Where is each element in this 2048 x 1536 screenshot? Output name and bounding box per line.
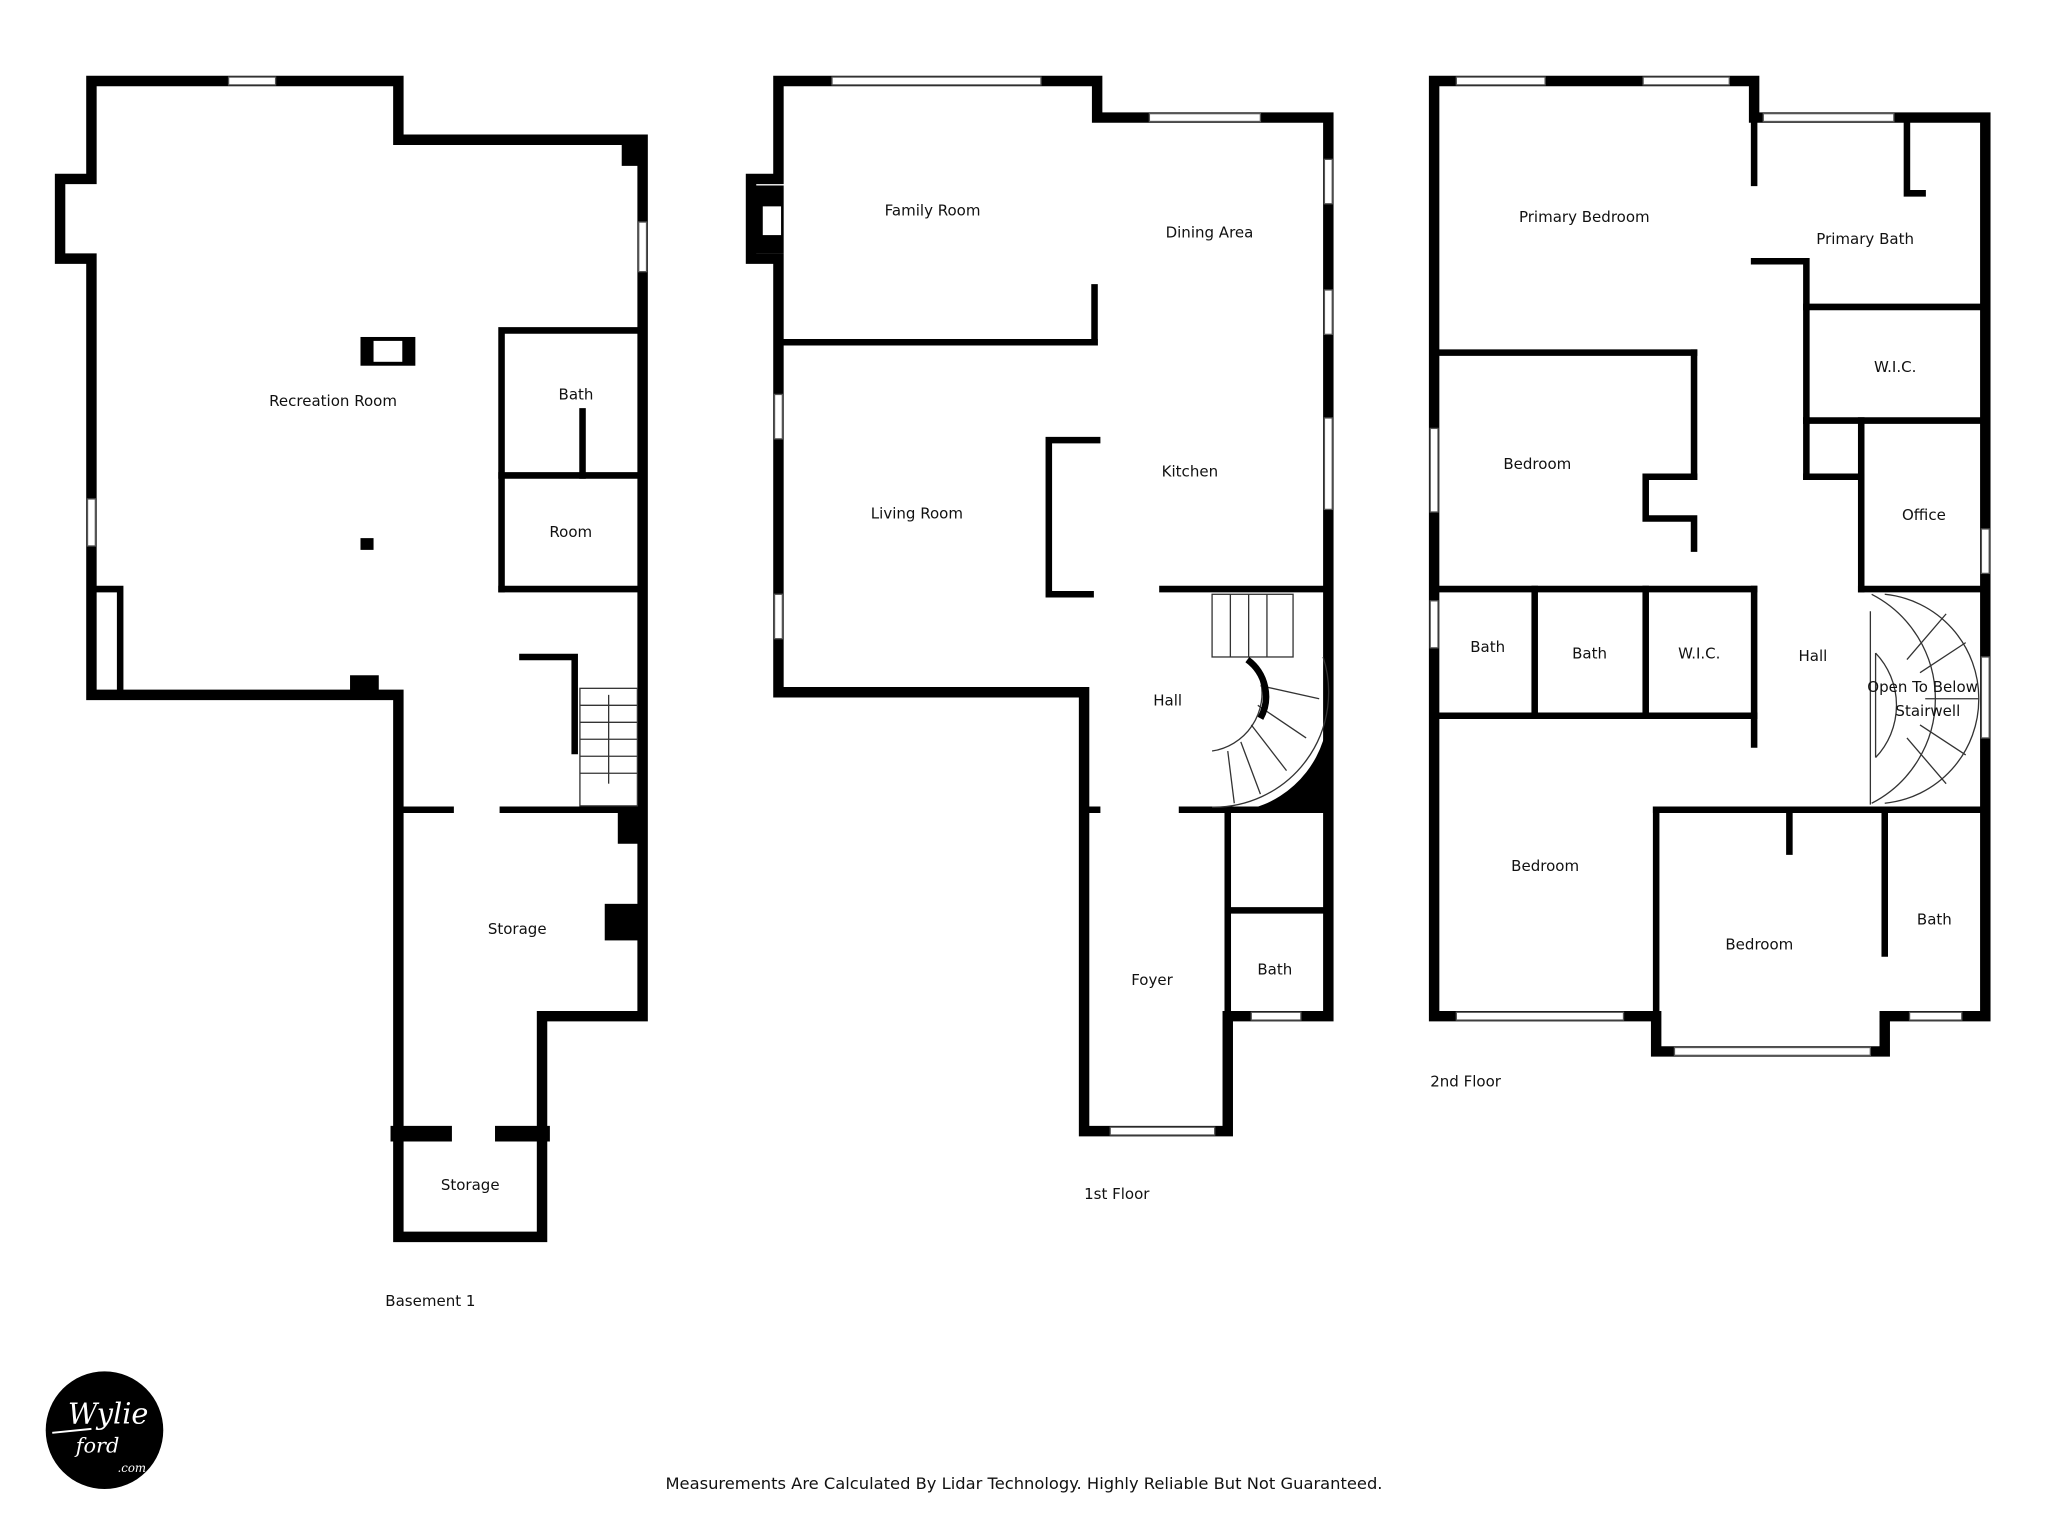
room-label: Bedroom xyxy=(1511,857,1579,875)
second-floor-plan: Primary Bedroom Primary Bath W.I.C. Bedr… xyxy=(1428,75,1991,1091)
room-label: Open To Below xyxy=(1867,678,1978,696)
room-label: Bedroom xyxy=(1725,936,1793,954)
room-label: Living Room xyxy=(871,505,963,523)
room-label: Bath xyxy=(1917,911,1952,929)
room-label: Stairwell xyxy=(1895,702,1960,720)
disclaimer: Measurements Are Calculated By Lidar Tec… xyxy=(665,1474,1382,1493)
room-label: Bath xyxy=(1572,644,1607,662)
room-label: Storage xyxy=(488,920,547,938)
floor-label: 2nd Floor xyxy=(1430,1073,1502,1091)
room-label: Foyer xyxy=(1131,971,1173,989)
room-label: Room xyxy=(549,523,592,541)
room-label: Primary Bedroom xyxy=(1519,208,1650,226)
room-label: Kitchen xyxy=(1162,463,1218,481)
svg-text:ford: ford xyxy=(74,1433,120,1457)
room-label: Hall xyxy=(1153,691,1182,709)
room-label: Dining Area xyxy=(1166,224,1254,242)
room-label: Storage xyxy=(441,1176,500,1194)
room-label: Primary Bath xyxy=(1816,230,1914,248)
room-label: W.I.C. xyxy=(1874,358,1916,376)
floor-label: Basement 1 xyxy=(385,1292,475,1310)
room-label: W.I.C. xyxy=(1678,644,1720,662)
room-label: Office xyxy=(1902,506,1946,524)
floor-label: 1st Floor xyxy=(1084,1185,1150,1203)
room-label: Family Room xyxy=(885,202,981,220)
room-label: Bath xyxy=(559,386,594,404)
room-label: Hall xyxy=(1798,647,1827,665)
room-label: Bath xyxy=(1470,638,1505,656)
svg-text:Wylie: Wylie xyxy=(68,1397,148,1431)
room-label: Bedroom xyxy=(1503,455,1571,473)
first-floor-plan: Family Room Dining Area Living Room Kitc… xyxy=(745,75,1334,1203)
room-label: Bath xyxy=(1257,960,1292,978)
basement-plan: Recreation Room Bath Room Storage Storag… xyxy=(54,75,648,1310)
brand-logo: Wylie ford .com xyxy=(45,1371,164,1489)
svg-text:.com: .com xyxy=(118,1461,147,1475)
room-label: Recreation Room xyxy=(269,392,397,410)
